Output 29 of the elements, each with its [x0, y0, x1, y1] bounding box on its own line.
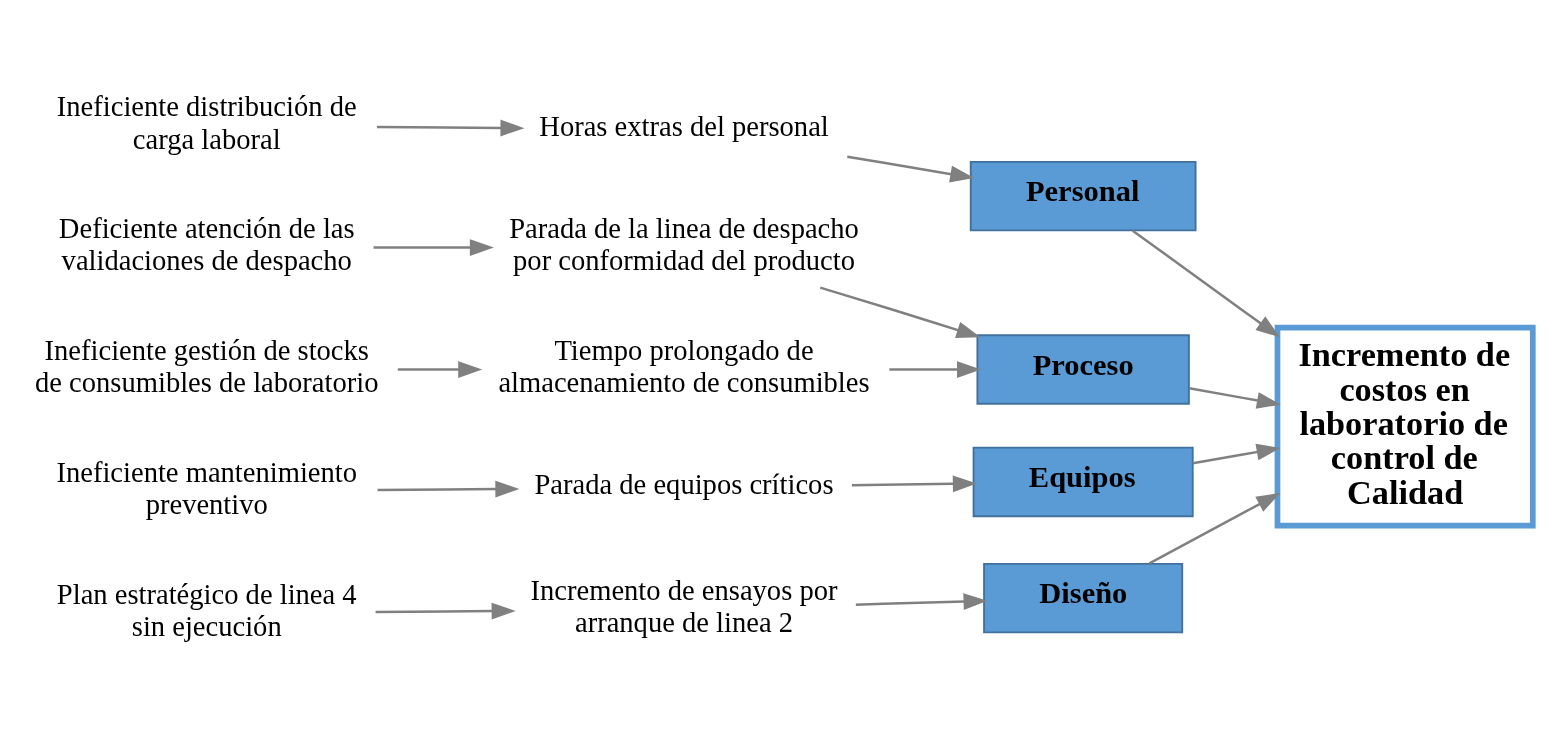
arrow — [373, 239, 494, 256]
node-text: Ineficiente mantenimiento preventivo — [56, 456, 358, 521]
node-text: Incremento de ensayos por arranque de linea 2 — [530, 575, 838, 639]
node-text: Plan estratégico de linea 4 sin ejecución — [56, 578, 357, 643]
arrow — [851, 475, 977, 493]
arrow — [889, 361, 982, 378]
node-text: Tiempo prolongado de almacenamiento de consumibles — [498, 334, 870, 399]
arrow — [1148, 492, 1281, 565]
node-text: Ineficiente distribución de carga laboral — [56, 91, 357, 155]
arrow — [376, 119, 525, 137]
arrow — [1192, 443, 1281, 465]
node-box: Incremento de costos en laboratorio de control de Calidad — [1274, 324, 1536, 529]
node-text: Parada de la linea de despacho por conformidad del producto — [509, 213, 859, 277]
node-text: Parada de equipos críticos — [534, 469, 834, 501]
node-text: Ineficiente gestión de stocks de consumibles de laboratorio — [35, 334, 379, 399]
node-box: Diseño — [983, 562, 1184, 634]
node-box: Equipos — [972, 446, 1194, 518]
node-box: Proceso — [976, 334, 1190, 405]
arrow — [397, 361, 483, 378]
node-box: Personal — [969, 160, 1197, 232]
arrow — [375, 602, 516, 620]
arrow — [1189, 387, 1281, 409]
arrow — [1131, 229, 1280, 338]
arrow — [377, 480, 520, 498]
arrow — [855, 593, 988, 610]
node-text: Deficiente atención de las validaciones de despacho — [58, 213, 355, 277]
node-text: Horas extras del personal — [539, 111, 829, 143]
arrow — [819, 286, 981, 339]
arrow — [847, 155, 975, 183]
